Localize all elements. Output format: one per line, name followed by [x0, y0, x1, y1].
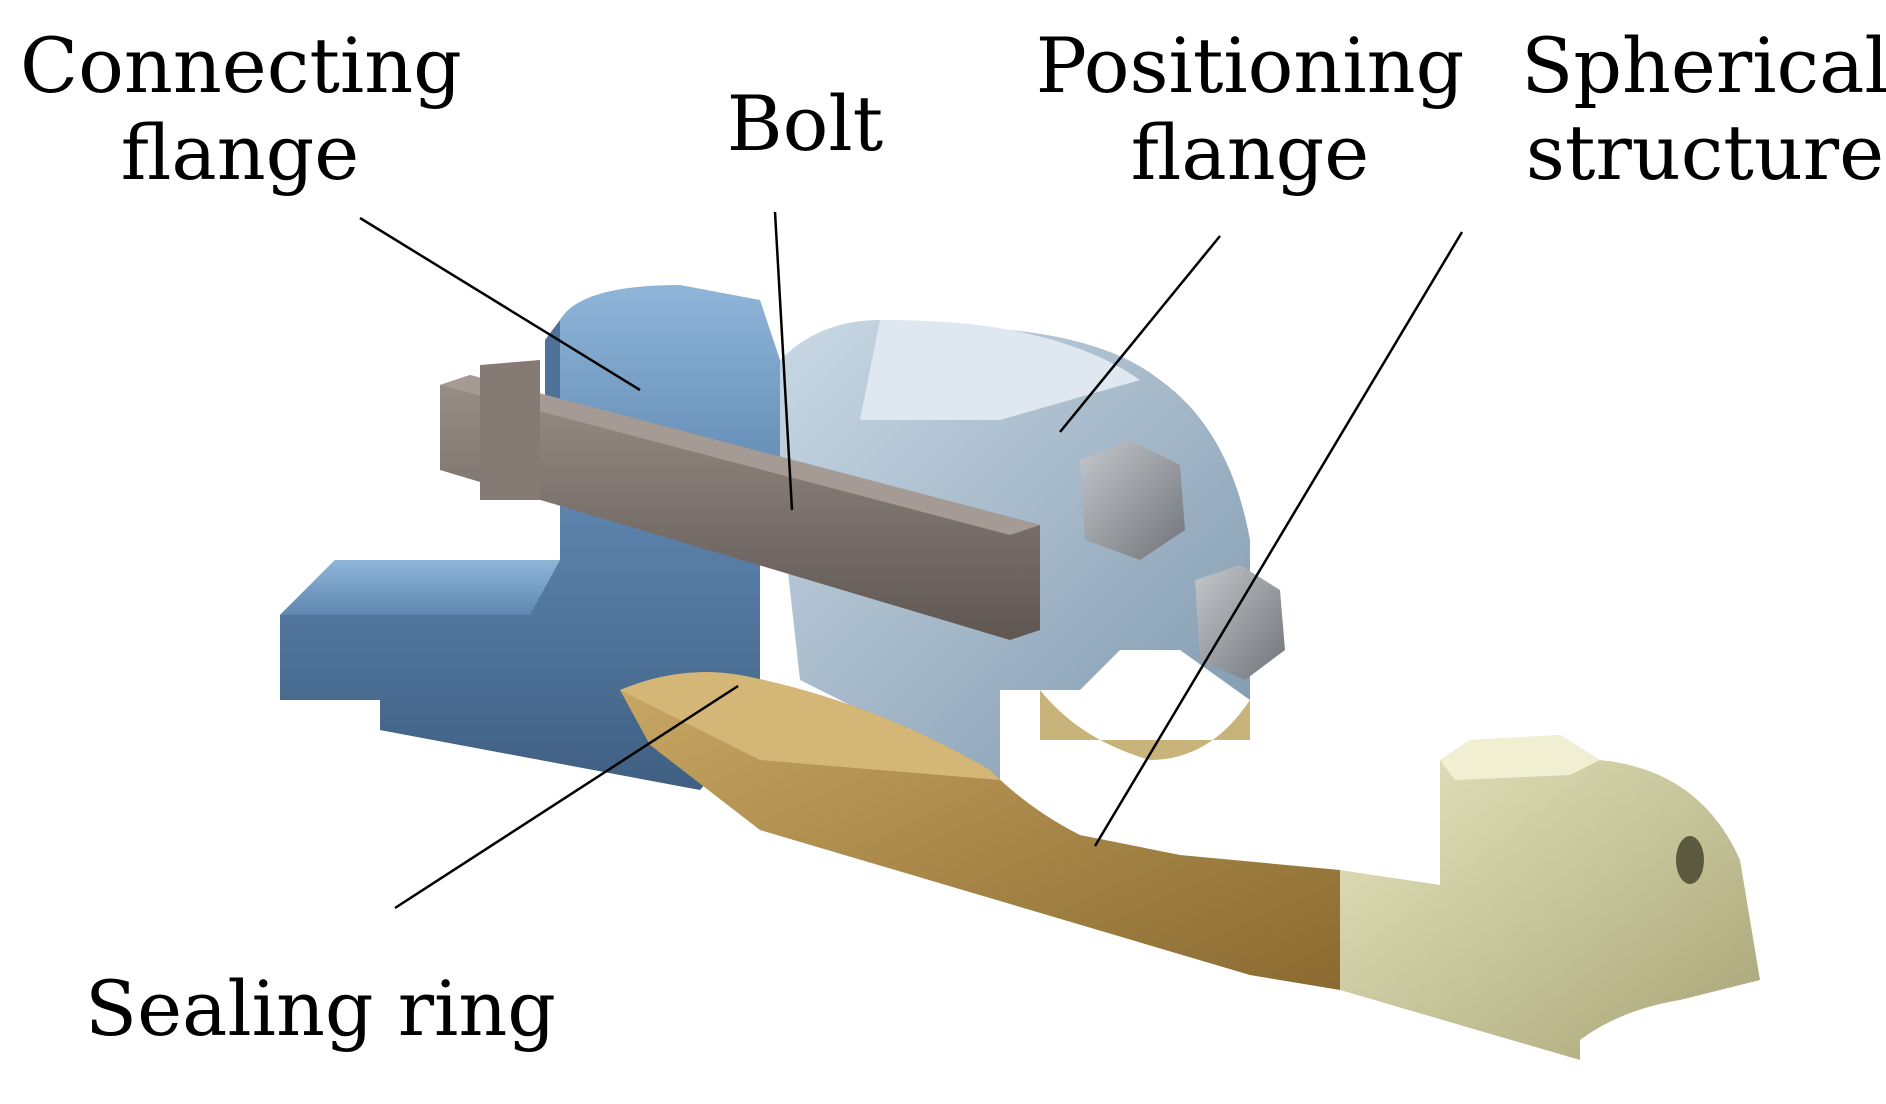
label-spherical-structure: Spherical structure [1520, 22, 1886, 197]
label-positioning-flange-line1: Positioning [1035, 21, 1465, 110]
label-sealing-ring: Sealing ring [85, 964, 556, 1053]
leader-line-positioning-flange [1059, 235, 1221, 433]
bolt-part [440, 360, 1040, 640]
label-bolt: Bolt [705, 79, 905, 168]
label-sealing-ring-text: Sealing ring [85, 964, 556, 1053]
label-positioning-flange-line2: flange [1130, 108, 1370, 198]
label-spherical-structure-line2: structure [1525, 108, 1885, 198]
leader-line-sealing-ring [394, 684, 739, 910]
leader-line-spherical-structure [1093, 231, 1464, 847]
label-connecting-flange-line2: flange [120, 108, 360, 198]
label-bolt-text: Bolt [726, 79, 884, 168]
nut-part [1080, 440, 1285, 680]
leader-line-bolt [773, 211, 794, 511]
label-connecting-flange-line1: Connecting [20, 21, 462, 110]
label-spherical-structure-line1: Spherical [1521, 21, 1886, 110]
leader-line-connecting-flange [359, 216, 641, 392]
end-piece-part [1340, 735, 1760, 1060]
spherical-structure-part [620, 672, 1340, 990]
label-connecting-flange: Connecting flange [20, 21, 462, 198]
label-positioning-flange: Positioning flange [1030, 22, 1470, 197]
leader-lines [359, 211, 1464, 910]
